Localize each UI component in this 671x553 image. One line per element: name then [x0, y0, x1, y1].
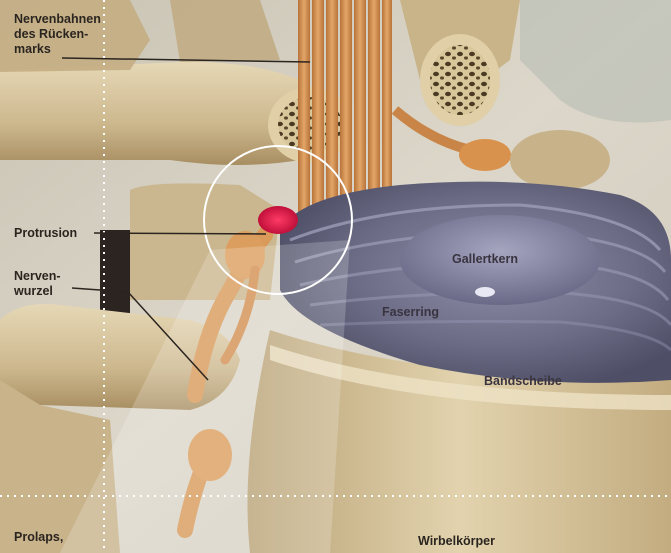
leader-line-protrusion — [94, 233, 266, 234]
label-fibrous-ring: Faserring — [382, 305, 439, 320]
label-vertebral-body: Wirbelkörper — [418, 534, 495, 549]
label-prolapse: Prolaps, — [14, 530, 63, 545]
label-gel-core: Gallertkern — [452, 252, 518, 267]
label-disc: Bandscheibe — [484, 374, 562, 389]
label-protrusion: Protrusion — [14, 226, 77, 241]
upper-right-facet-spongy — [430, 45, 490, 115]
right-vertebra-bump — [510, 130, 610, 190]
label-spinal-tracts: Nervenbahnen des Rücken- marks — [14, 12, 101, 57]
right-nerve-ganglion — [459, 139, 511, 171]
protrusion-bulge — [258, 206, 298, 234]
gel-core-highlight — [475, 287, 495, 297]
label-nerve-root: Nerven- wurzel — [14, 269, 61, 299]
